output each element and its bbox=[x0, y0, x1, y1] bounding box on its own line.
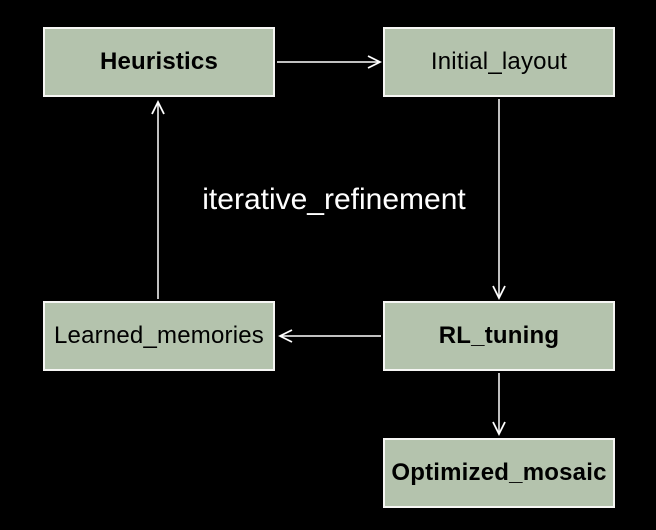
node-initial-layout-label: Initial_layout bbox=[430, 48, 568, 75]
node-learned-memories: Learned_memories bbox=[43, 301, 275, 371]
node-rl-tuning: RL_tuning bbox=[383, 301, 615, 371]
node-optimized-mosaic: Optimized_mosaic bbox=[383, 438, 615, 508]
node-heuristics: Heuristics bbox=[43, 27, 275, 97]
node-initial-layout: Initial_layout bbox=[383, 27, 615, 97]
edge-label-iterative-refinement: iterative_refinement bbox=[202, 183, 466, 216]
node-learned-memories-label: Learned_memories bbox=[54, 322, 264, 349]
node-heuristics-label: Heuristics bbox=[99, 48, 219, 75]
node-optimized-mosaic-label: Optimized_mosaic bbox=[391, 459, 607, 486]
node-rl-tuning-label: RL_tuning bbox=[438, 322, 560, 349]
